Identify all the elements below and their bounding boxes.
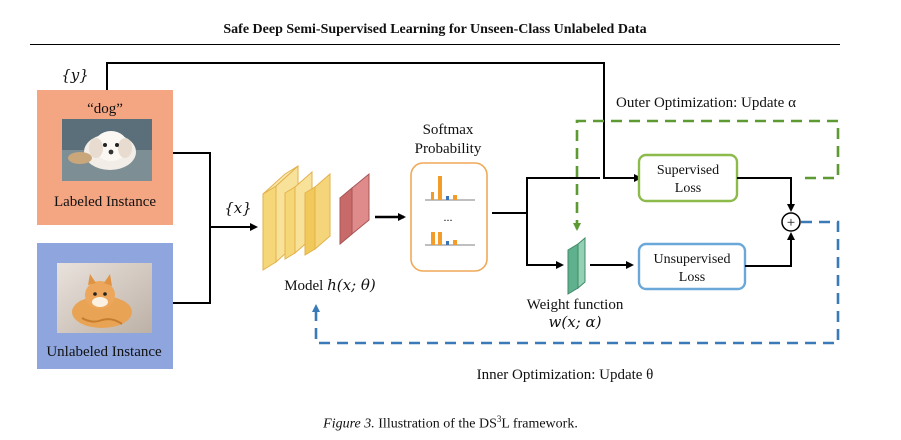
cat-photo: [57, 263, 152, 333]
supervised-loss-line1: Supervised: [657, 163, 719, 178]
softmax-label-line2: Probability: [415, 141, 482, 157]
softmax-label-line1: Softmax: [423, 122, 474, 138]
figure-caption-text-end: L framework.: [501, 416, 578, 432]
outer-optimization-label: Outer Optimization: Update α: [616, 95, 796, 111]
softmax-ellipsis: ...: [444, 210, 453, 224]
sum-node-icon: +: [781, 212, 801, 232]
model-network-icon: [262, 164, 370, 271]
softmax-to-weight-arrow: [526, 213, 564, 269]
weight-function-math: w(x; α): [549, 313, 602, 331]
figure-caption-text: Illustration of the DS: [374, 416, 497, 432]
supervised-to-sum-arrow: [737, 177, 795, 212]
svg-text:+: +: [787, 215, 795, 231]
model-label: Model h(x; θ): [284, 276, 376, 294]
figure-caption: Figure 3. Illustration of the DS3L frame…: [0, 414, 901, 433]
x-set-label: {x}: [224, 199, 252, 217]
label-flow-line: [106, 62, 642, 182]
dog-photo: [62, 119, 152, 181]
unsupervised-loss-box: Unsupervised Loss: [637, 242, 747, 291]
labeled-instance-box: “dog” Labeled Instance: [37, 90, 173, 225]
unlabeled-instance-box: Unlabeled Instance: [37, 243, 173, 369]
labeled-instance-label: Labeled Instance: [54, 194, 156, 210]
inner-optimization-label: Inner Optimization: Update θ: [477, 367, 654, 383]
y-set-label: {y}: [61, 66, 89, 84]
softmax-to-supervised-line: [526, 177, 600, 213]
figure-caption-superscript: 3: [496, 414, 502, 424]
unsupervised-loss-line2: Loss: [679, 270, 705, 285]
supervised-loss-line2: Loss: [675, 181, 701, 196]
figure-caption-label: Figure 3.: [323, 416, 375, 432]
supervised-loss-box: Supervised Loss: [637, 153, 739, 203]
unlabeled-instance-label: Unlabeled Instance: [46, 344, 162, 360]
inner-optimization-loop: [312, 220, 840, 345]
dog-quote-label: “dog”: [87, 101, 123, 117]
input-merge-bracket: [173, 152, 211, 304]
weight-function-label: Weight function: [527, 297, 624, 313]
header-rule: [30, 44, 840, 45]
running-title: Safe Deep Semi-Supervised Learning for U…: [223, 22, 647, 37]
unsupervised-to-sum-arrow: [745, 232, 795, 267]
softmax-probability-box: ...: [410, 162, 488, 272]
unsupervised-loss-line1: Unsupervised: [654, 252, 731, 267]
weight-function-icon: [567, 236, 586, 295]
outer-optimization-loop: [573, 119, 840, 231]
